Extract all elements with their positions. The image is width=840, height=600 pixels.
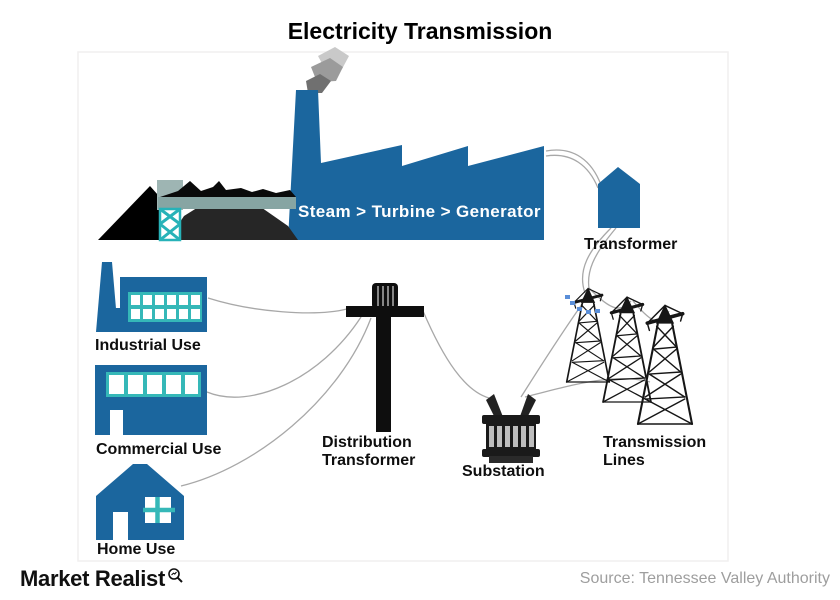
- commercial-building-icon: [95, 365, 207, 435]
- transmission-lines-label: Transmission Lines: [603, 434, 706, 470]
- plant-building: [288, 90, 544, 240]
- substation-ribs: [489, 426, 534, 447]
- page-title: Electricity Transmission: [287, 18, 553, 44]
- magnifier-icon: [167, 564, 184, 590]
- substation-label: Substation: [462, 463, 545, 480]
- transmission-lines-label-line2: Lines: [603, 452, 645, 469]
- home-door: [113, 512, 128, 540]
- home-window: [143, 497, 175, 523]
- distribution-transformer-label: Distribution Transformer: [322, 434, 415, 470]
- industrial-use-label: Industrial Use: [95, 337, 201, 354]
- transmission-lines-label-line1: Transmission: [603, 434, 707, 451]
- blue-insulator-marks: [565, 295, 600, 314]
- transformer-icon: [598, 167, 640, 228]
- coal-on-belt: [160, 181, 296, 197]
- conveyor-lattice-tower: [158, 207, 182, 242]
- distribution-pole-icon: [346, 283, 424, 432]
- substation-icon: [482, 394, 540, 463]
- home-icon: [96, 464, 184, 540]
- power-plant-icon: [288, 47, 544, 240]
- source-attribution: Source: Tennessee Valley Authority: [579, 570, 830, 587]
- transmission-towers-icon: [565, 287, 694, 426]
- distribution-transformer-label-line2: Transformer: [322, 452, 416, 469]
- industrial-building-icon: [96, 262, 207, 332]
- brand-text: Market Realist: [20, 566, 165, 591]
- conveyor-icon: [157, 180, 296, 242]
- smoke-icon: [306, 47, 349, 93]
- market-realist-logo: Market Realist: [20, 566, 184, 592]
- commercial-door: [110, 410, 123, 435]
- tower-3: [636, 303, 694, 426]
- distribution-transformer-label-line1: Distribution: [322, 434, 412, 451]
- transformer-label: Transformer: [584, 236, 678, 253]
- commercial-use-label: Commercial Use: [96, 441, 222, 458]
- plant-process-label: Steam > Turbine > Generator: [298, 202, 541, 221]
- image-border: [77, 51, 729, 562]
- industrial-window-panel: [128, 292, 202, 322]
- home-use-label: Home Use: [97, 541, 176, 558]
